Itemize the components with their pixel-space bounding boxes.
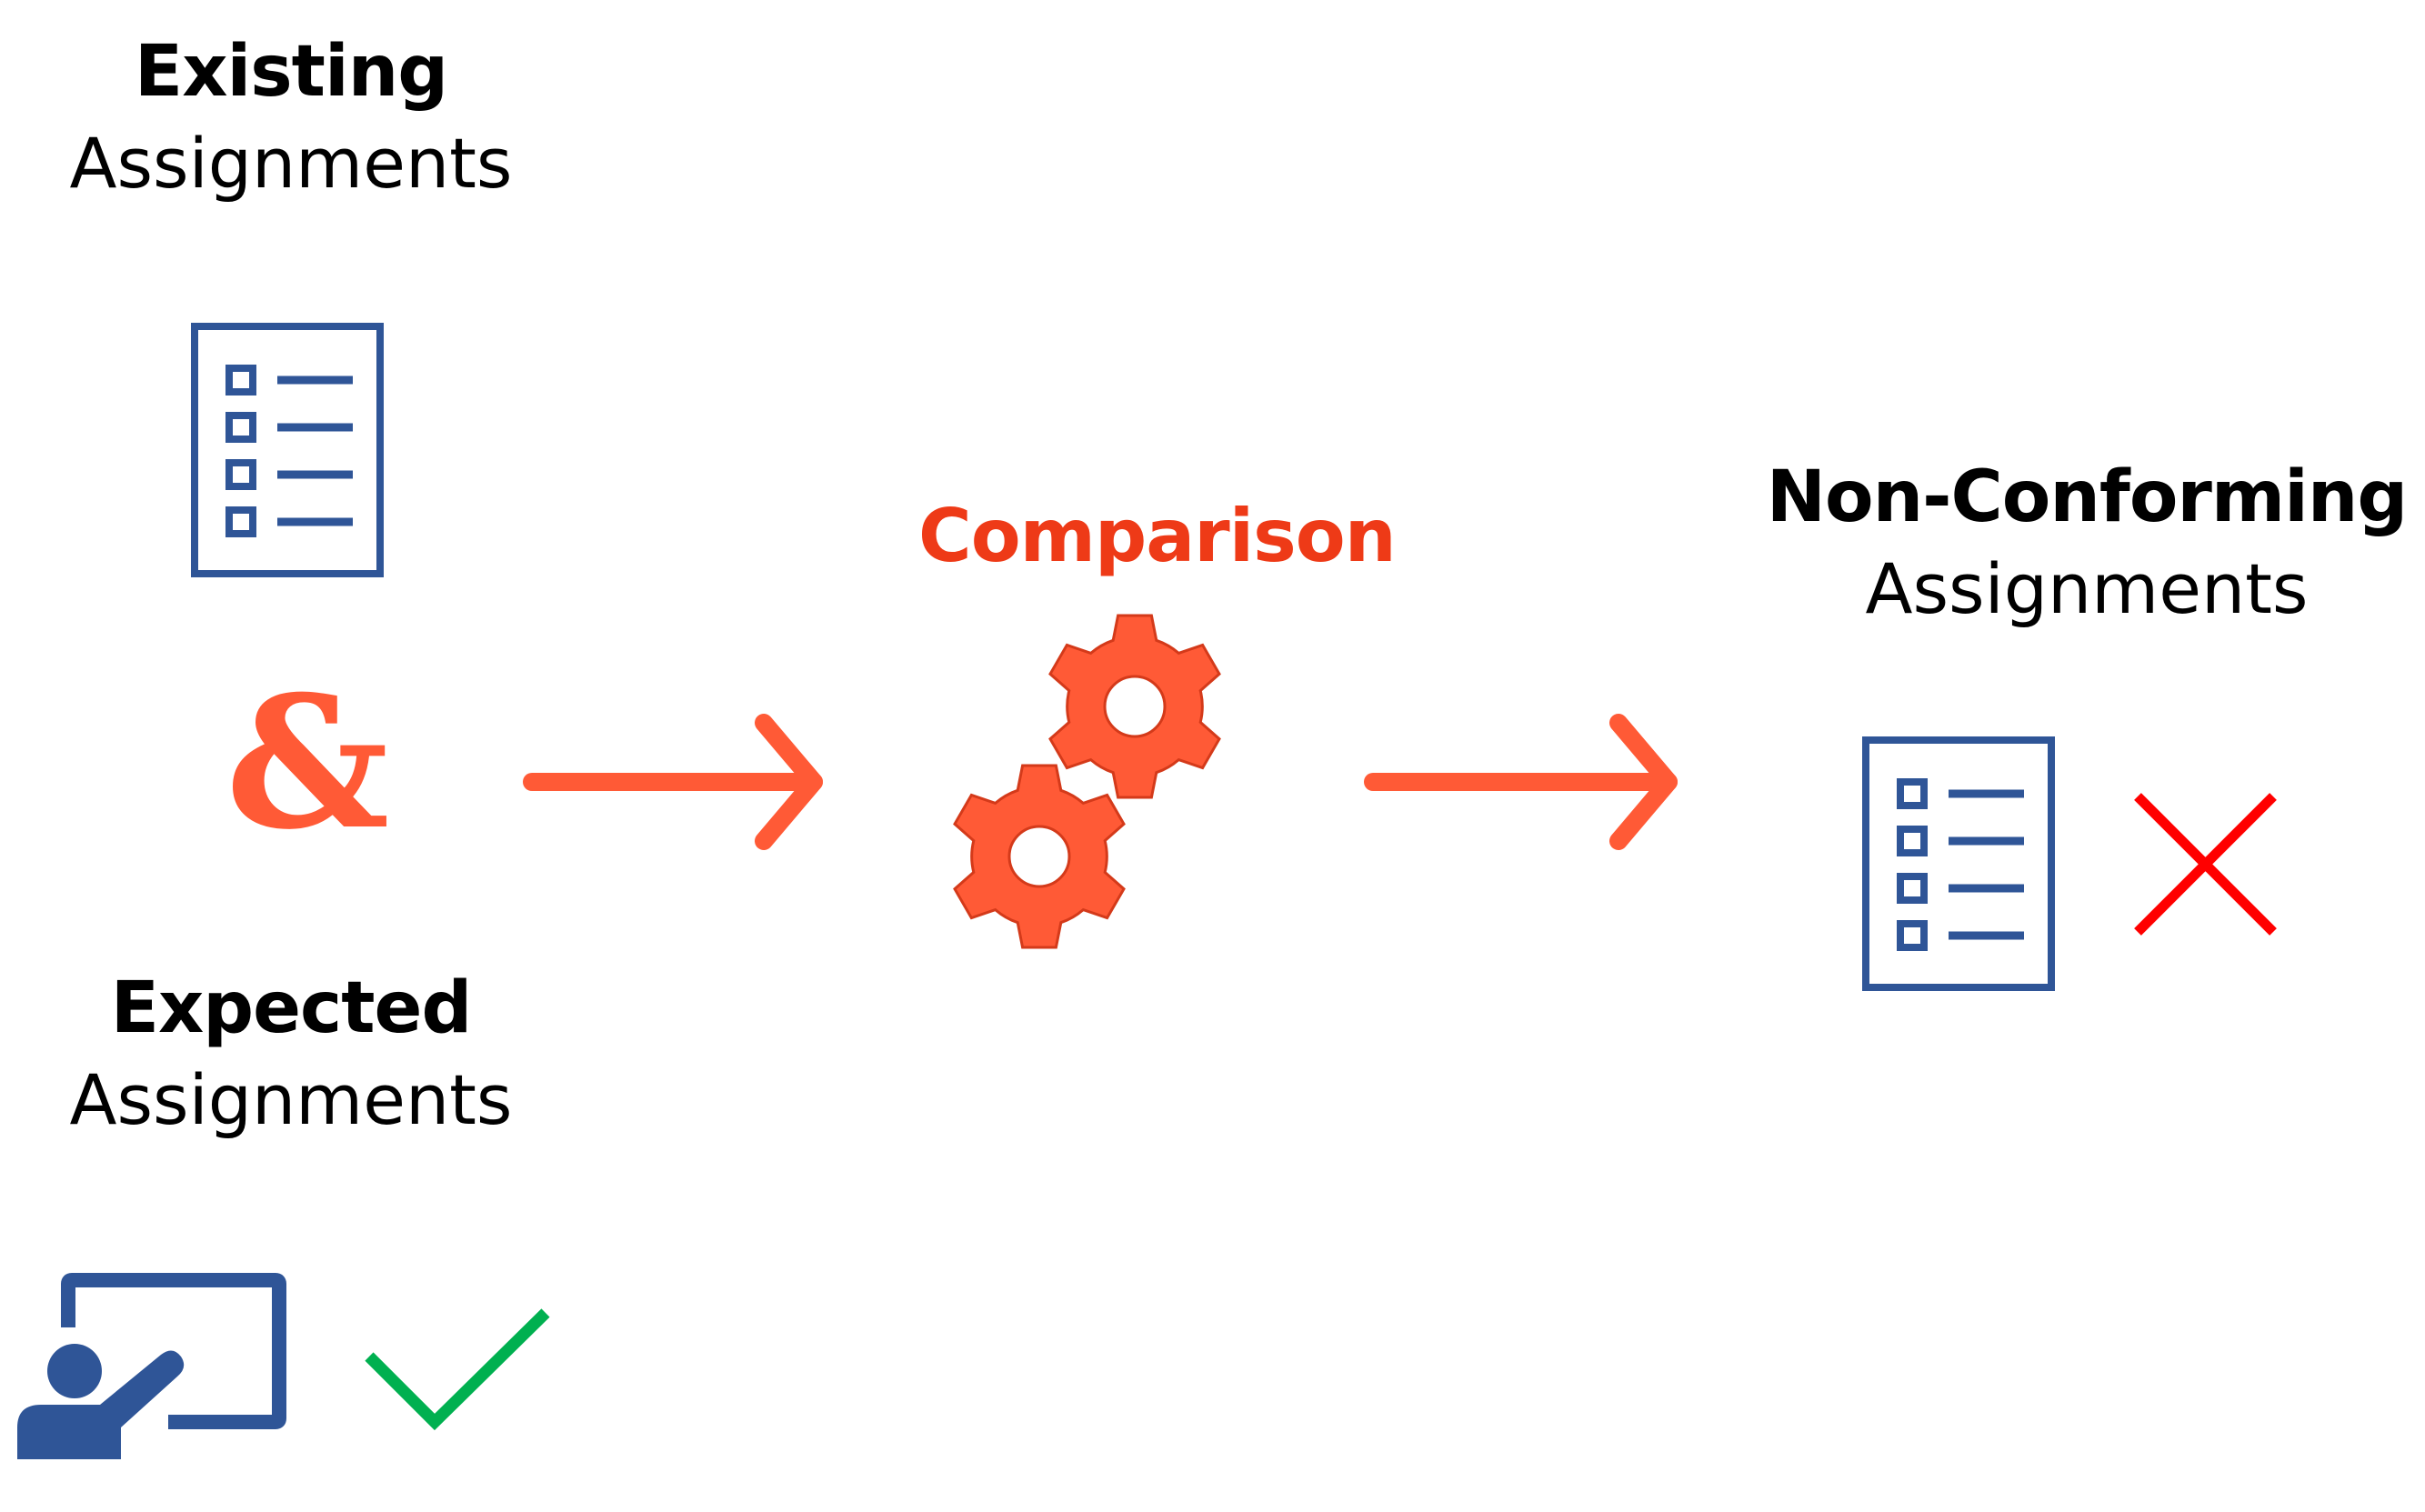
- expected-assignments-label: Expected Assignments: [27, 973, 555, 1135]
- existing-subtitle: Assignments: [69, 123, 513, 204]
- checkmark-icon: [365, 1308, 550, 1431]
- ampersand-symbol: &: [225, 656, 390, 870]
- arrow-to-comparison: [523, 714, 823, 850]
- result-checklist-icon: [1862, 736, 2055, 991]
- nonconforming-assignments-label: Non-Conforming Assignments: [1741, 462, 2425, 624]
- arrow-to-nonconforming: [1364, 714, 1678, 850]
- expected-title: Expected: [110, 967, 473, 1049]
- gears-icon: [953, 614, 1221, 949]
- existing-checklist-icon: [191, 323, 384, 577]
- nonconforming-title: Non-Conforming: [1766, 456, 2409, 538]
- comparison-label: Comparison: [918, 494, 1397, 578]
- cross-icon: [2134, 793, 2277, 936]
- existing-assignments-label: Existing Assignments: [27, 36, 555, 198]
- presenter-icon: [17, 1273, 286, 1459]
- existing-title: Existing: [134, 31, 448, 113]
- nonconforming-subtitle: Assignments: [1865, 548, 2309, 629]
- expected-subtitle: Assignments: [69, 1059, 513, 1140]
